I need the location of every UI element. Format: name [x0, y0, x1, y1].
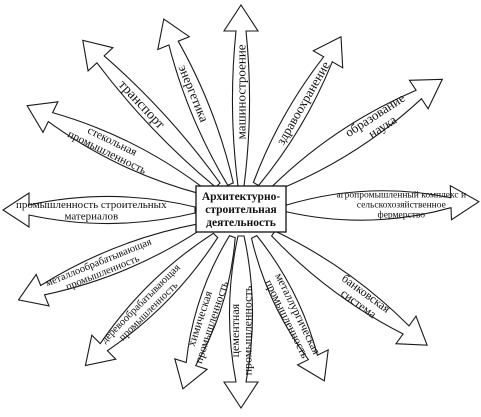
arrow-obrazovanie: [272, 78, 444, 192]
label-line: промышленность строительных: [16, 199, 167, 211]
label-line: сельскохозяйственное: [357, 200, 446, 211]
label-line: промышленность: [241, 285, 255, 375]
arrow-stroymat: [1, 191, 196, 229]
center-title-line: Архитектурно-: [202, 191, 280, 203]
label-line: транспорт: [115, 78, 167, 133]
arrow-cement: [222, 235, 260, 410]
label-line: фермерство: [378, 210, 426, 221]
arrow-energetika: [157, 18, 234, 186]
arrow-mashinostroenie: [222, 3, 260, 187]
label-derevo: деревообрабатывающаяпромышленность: [99, 262, 190, 353]
arrow-zdravookhranenie: [252, 35, 344, 187]
label-line: материалов: [64, 211, 118, 223]
label-transport: транспорт: [115, 78, 167, 133]
label-line: машиностроение: [234, 44, 249, 139]
label-line: агропромышленный комплекс и: [337, 190, 467, 201]
center-title-line: строительная: [205, 204, 277, 216]
label-line: здравоохранение: [273, 58, 333, 147]
arrow-transport: [82, 39, 221, 188]
center-box: [195, 185, 287, 233]
arrow-metalloobr: [17, 223, 202, 307]
arrow-bank: [270, 230, 428, 346]
arrow-agro: [284, 184, 480, 221]
label-metallurg: металлургическаяпромышленность: [261, 271, 322, 362]
arrow-derevo: [84, 232, 219, 367]
spoke-mashinostroenie: машиностроение: [222, 3, 260, 187]
label-zdravookhranenie: здравоохранение: [273, 58, 333, 147]
arrow-metallurg: [250, 234, 329, 382]
label-cement: цементнаяпромышленность: [228, 285, 255, 375]
spoke-cement: цементнаяпромышленность: [222, 235, 260, 410]
center-title-line: деятельность: [206, 217, 276, 229]
label-mashinostroenie: машиностроение: [234, 44, 249, 139]
arrow-steklo: [26, 101, 206, 195]
arrow-khim: [174, 235, 236, 390]
label-line: цементная: [228, 303, 242, 357]
